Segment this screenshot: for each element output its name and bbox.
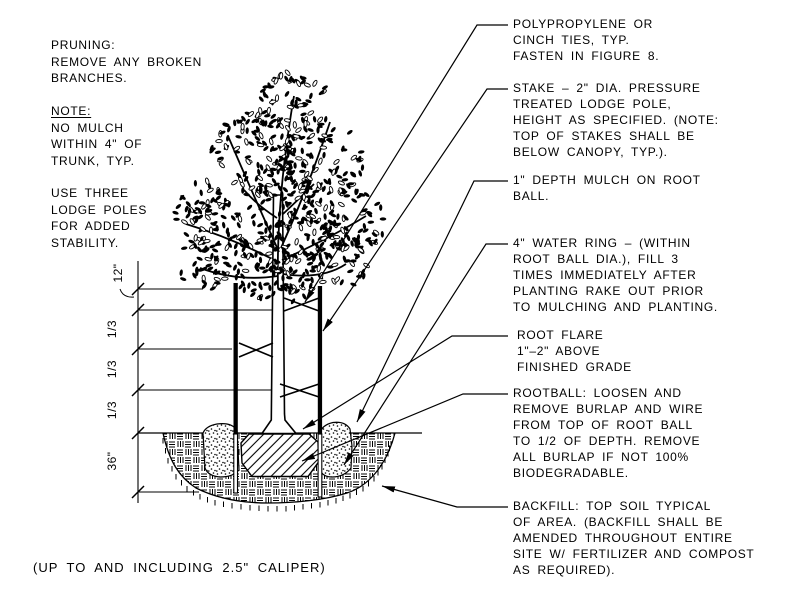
- dim-12in-leader-curl: [119, 288, 135, 298]
- callout-cinch-ties: POLYPROPYLENE OR CINCH TIES, TYP. FASTEN…: [513, 17, 660, 63]
- note-stability: USE THREE LODGE POLES FOR ADDED STABILIT…: [51, 186, 148, 250]
- tree-canopy: [172, 69, 387, 305]
- leader-water-ring: [343, 243, 508, 466]
- leader-stake: [322, 88, 508, 332]
- water-ring-left: [202, 423, 240, 478]
- pit-bottom-fringe: [162, 438, 390, 512]
- leaf-cluster: [172, 69, 387, 305]
- dim-label-third-1: 1/3: [105, 319, 119, 339]
- dimension-group: [119, 261, 272, 503]
- leader-mulch: [356, 180, 508, 423]
- trunk-shape: [260, 194, 298, 435]
- water-ring-right: [319, 421, 353, 478]
- leader-lines: [301, 24, 508, 508]
- callout-root-flare: ROOT FLARE 1"–2" ABOVE FINISHED GRADE: [517, 328, 632, 374]
- note-no-mulch: NO MULCH WITHIN 4" OF TRUNK, TYP.: [51, 120, 143, 168]
- note-pruning: PRUNING: REMOVE ANY BROKEN BRANCHES.: [51, 38, 203, 85]
- dim-label-third-2: 1/3: [105, 359, 119, 379]
- drawing-caption: (UP TO AND INCLUDING 2.5" CALIPER): [33, 560, 326, 575]
- callout-mulch: 1" DEPTH MULCH ON ROOT BALL.: [513, 173, 701, 203]
- callout-stake: STAKE – 2" DIA. PRESSURE TREATED LODGE P…: [513, 81, 719, 159]
- cinch-ties-group: [238, 297, 320, 398]
- stake-right: [317, 286, 323, 498]
- leader-backfill: [381, 485, 508, 508]
- dim-label-third-3: 1/3: [105, 400, 119, 420]
- dim-label-36in: 36": [105, 451, 119, 471]
- leader-cinch-ties: [304, 24, 508, 303]
- rootball-shape: [240, 433, 320, 478]
- note-heading: NOTE:: [51, 104, 92, 118]
- callout-water-ring: 4" WATER RING – (WITHIN ROOT BALL DIA.),…: [513, 236, 718, 314]
- leader-rootball: [301, 393, 508, 462]
- dimension-ticks: [131, 282, 145, 499]
- callout-backfill: BACKFILL: TOP SOIL TYPICAL OF AREA. (BAC…: [513, 499, 755, 577]
- callout-rootball: ROOTBALL: LOOSEN AND REMOVE BURLAP AND W…: [513, 386, 704, 480]
- leader-root-flare: [302, 335, 508, 430]
- stake-left: [233, 283, 239, 494]
- dim-label-12in: 12": [111, 263, 125, 283]
